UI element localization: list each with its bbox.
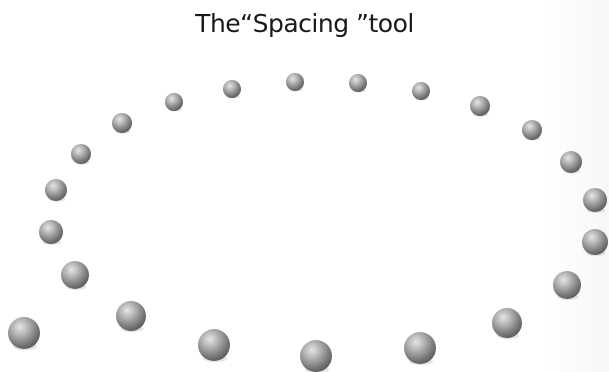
sphere (112, 113, 132, 133)
sphere (8, 317, 40, 349)
sphere (582, 229, 608, 255)
sphere (286, 73, 304, 91)
sphere (71, 144, 91, 164)
sphere (45, 179, 67, 201)
sphere (300, 340, 332, 372)
sphere (560, 151, 582, 173)
sphere (165, 93, 183, 111)
sphere (583, 188, 607, 212)
sphere (39, 220, 63, 244)
sphere (492, 308, 522, 338)
sphere (412, 82, 430, 100)
sphere (522, 120, 542, 140)
sphere (349, 74, 367, 92)
sphere (470, 96, 490, 116)
sphere (553, 271, 581, 299)
sphere (61, 261, 89, 289)
sphere (404, 332, 436, 364)
sphere (198, 329, 230, 361)
sphere (223, 80, 241, 98)
sphere (116, 301, 146, 331)
